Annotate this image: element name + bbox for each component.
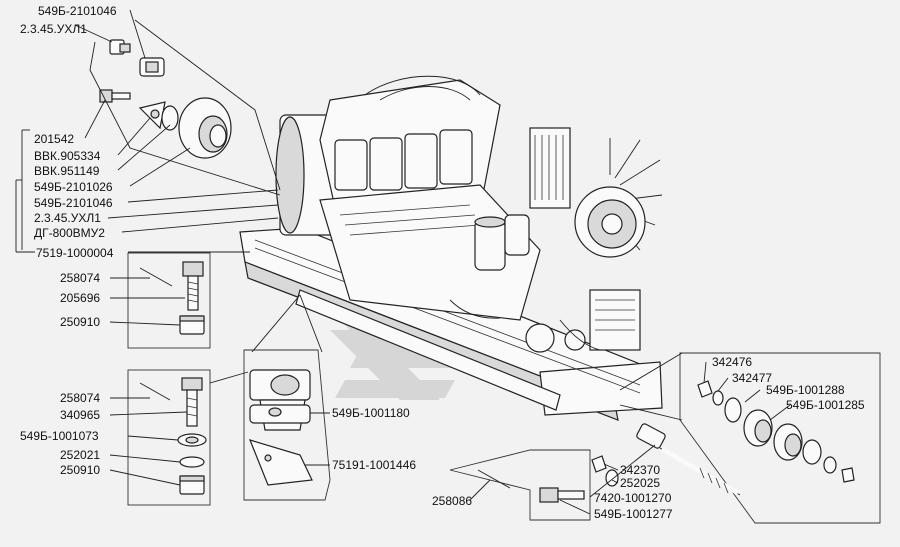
label-342370: 342370	[620, 463, 660, 477]
mount-box-1	[127, 252, 211, 349]
bolt-part	[99, 89, 131, 103]
washer-part	[161, 105, 179, 131]
label-342476: 342476	[712, 355, 752, 369]
label-549b-2101046: 549Б-2101046	[34, 196, 113, 210]
damper-stack-group	[591, 352, 881, 524]
label-7519-1000004: 7519-1000004	[36, 246, 114, 260]
label-258086: 258086	[432, 494, 472, 508]
mount-box-3	[243, 294, 331, 501]
label-vvk-951149: ВВК.951149	[34, 164, 100, 178]
label-342477: 342477	[732, 371, 772, 385]
label-75191-1001446: 75191-1001446	[332, 458, 416, 472]
label-549b-1001285: 549Б-1001285	[786, 398, 865, 412]
label-549b-2101026: 549Б-2101026	[34, 180, 113, 194]
label-205696: 205696	[60, 291, 100, 305]
label-sensor-top: 2.3.45.УХЛ1	[20, 22, 87, 36]
leader-lines	[15, 9, 791, 515]
label-252021: 252021	[60, 448, 100, 462]
label-549b-1001277: 549Б-1001277	[594, 507, 673, 521]
label-250910-b: 250910	[60, 463, 100, 477]
label-549b-1001073: 549Б-1001073	[20, 429, 99, 443]
label-549b-1001288: 549Б-1001288	[766, 383, 845, 397]
label-vvk-905334: ВВК.905334	[34, 149, 101, 163]
coupling-part	[139, 57, 165, 77]
flange-fitting-part	[178, 97, 232, 159]
label-201542: 201542	[34, 132, 74, 146]
label-7420-1001270: 7420-1001270	[594, 491, 672, 505]
label-549b-1001180: 549Б-1001180	[332, 406, 410, 420]
sensor-part	[109, 39, 131, 55]
label-252025: 252025	[620, 476, 660, 490]
label-258074-a: 258074	[60, 271, 100, 285]
part-labels: 549Б-2101046 2.3.45.УХЛ1 201542 ВВК.9053…	[20, 4, 865, 521]
label-340965: 340965	[60, 408, 100, 422]
label-dg-800vmu2: ДГ-800ВМУ2	[34, 226, 105, 240]
pin-bolt-box	[449, 449, 591, 521]
label-258074-b: 258074	[60, 391, 100, 405]
label-250910-a: 250910	[60, 315, 100, 329]
label-sensor: 2.3.45.УХЛ1	[34, 211, 101, 225]
mount-box-2	[127, 369, 211, 506]
engine-drawing	[239, 75, 663, 421]
sensor-fittings-group	[89, 19, 281, 196]
label-549b-2101046-top: 549Б-2101046	[38, 4, 117, 18]
